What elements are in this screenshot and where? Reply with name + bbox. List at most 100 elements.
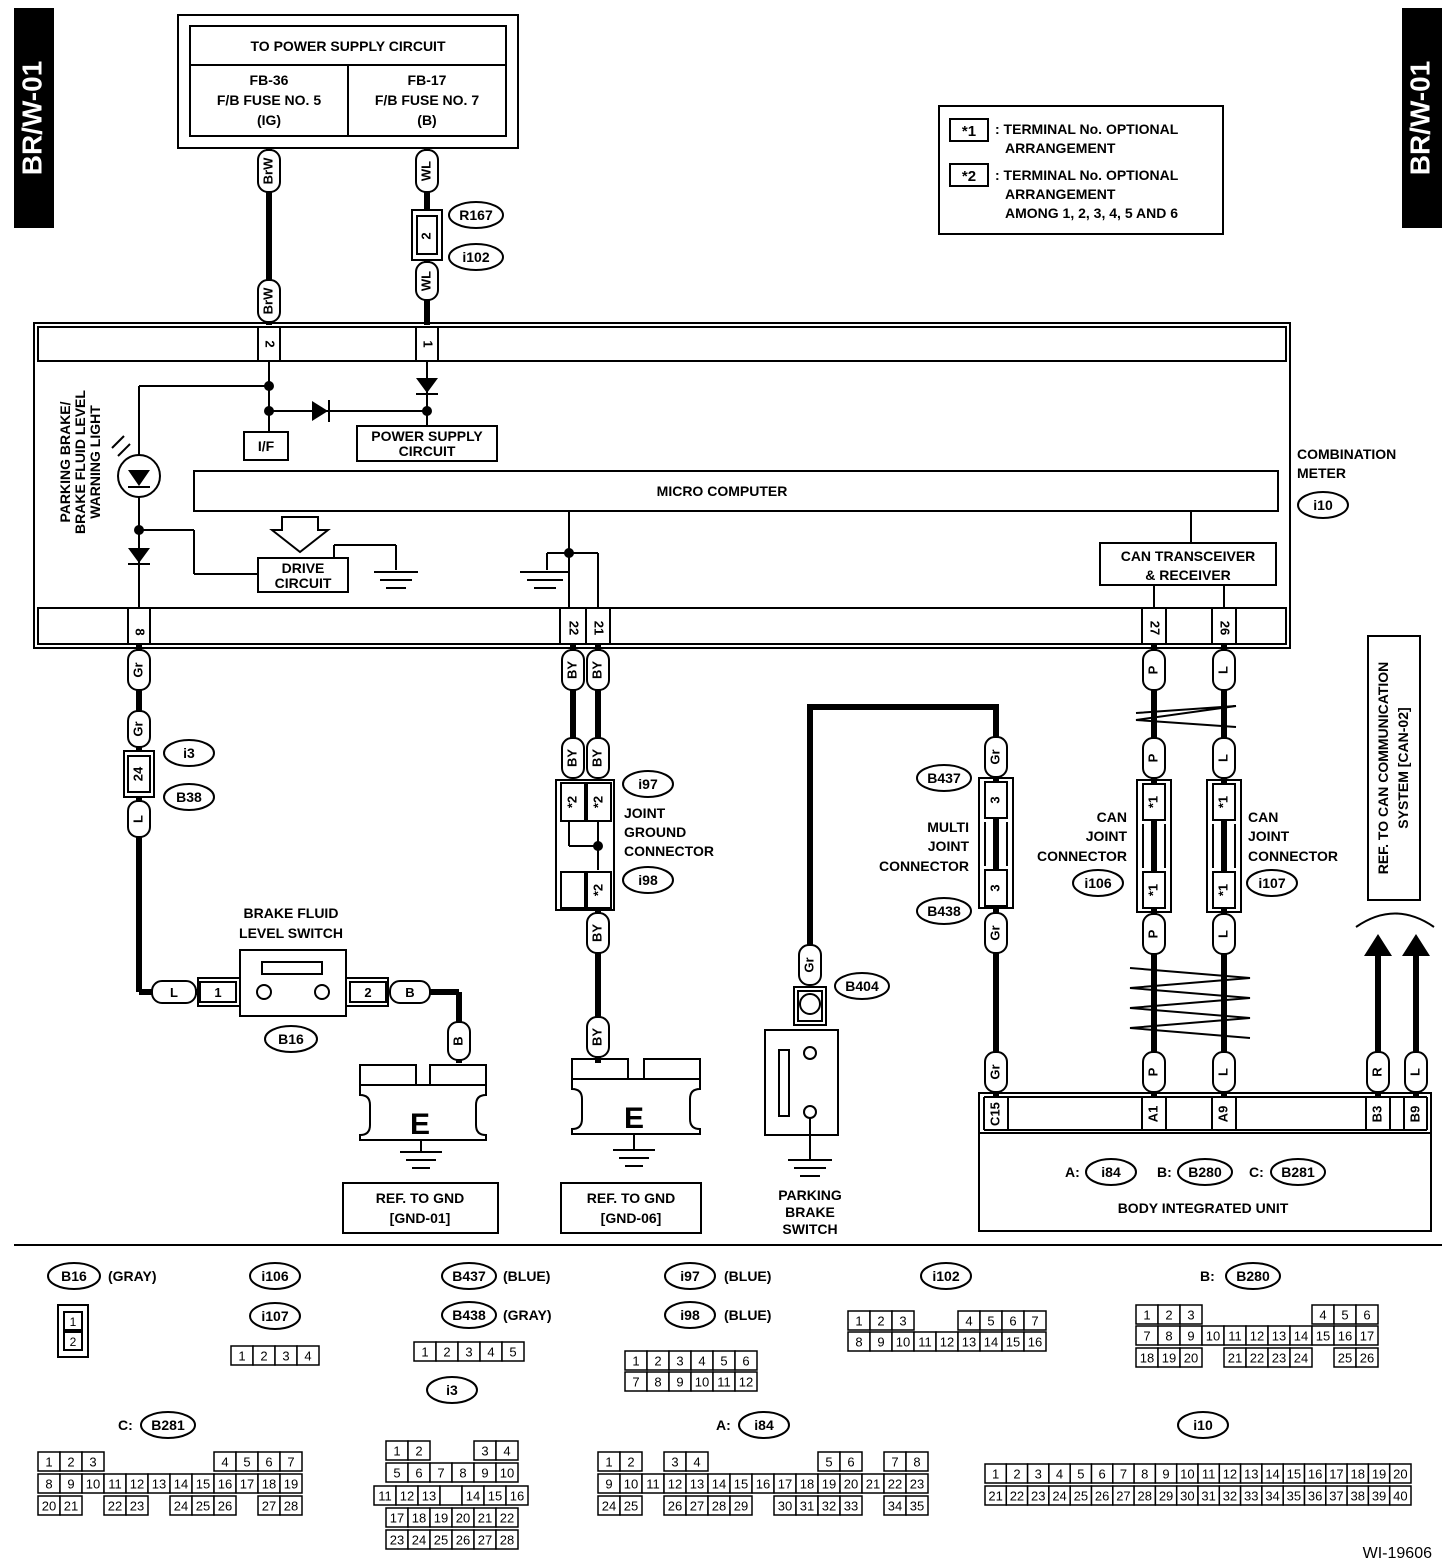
- pin-number: 10: [500, 1466, 514, 1481]
- pin-number: 10: [86, 1477, 100, 1492]
- pin-number: 9: [605, 1477, 612, 1492]
- pin-number: 22: [1250, 1351, 1264, 1366]
- svg-text:i97: i97: [680, 1268, 700, 1284]
- svg-text:B16: B16: [278, 1031, 304, 1047]
- pin-number: 19: [1162, 1351, 1176, 1366]
- connector-id-i107: i107: [1246, 869, 1298, 897]
- drive-circuit-l1: DRIVE: [282, 560, 325, 576]
- pin-number: 21: [64, 1499, 78, 1514]
- pin-number: 15: [488, 1489, 502, 1504]
- pin-number: 12: [400, 1489, 414, 1504]
- svg-text:2: 2: [418, 232, 433, 239]
- pin-number: 20: [42, 1499, 56, 1514]
- warning-light-l1: PARKING BRAKE/: [57, 401, 73, 522]
- fuse-b-line2: F/B FUSE NO. 7: [375, 92, 479, 108]
- pin-number: 35: [1287, 1489, 1301, 1504]
- pin-number: 6: [847, 1455, 854, 1470]
- fuse-b-line1: FB-17: [408, 72, 447, 88]
- pin-number: 21: [988, 1489, 1002, 1504]
- pin-number: 3: [676, 1354, 683, 1369]
- pin-number: 25: [434, 1533, 448, 1548]
- pin-number: 31: [1201, 1489, 1215, 1504]
- pin-number: 6: [742, 1354, 749, 1369]
- pin-number: 25: [196, 1499, 210, 1514]
- pin-number: 14: [712, 1477, 726, 1492]
- pin-number: 27: [478, 1533, 492, 1548]
- connector-id-i106: i106: [1072, 869, 1124, 897]
- pin-number: 30: [778, 1499, 792, 1514]
- wire-tag-by-5: BY: [586, 912, 610, 954]
- side-tab-left-text: BR/W-01: [16, 61, 47, 176]
- arrow-up-l: [1402, 934, 1430, 956]
- pin-number: 23: [130, 1499, 144, 1514]
- pin-number: 15: [734, 1477, 748, 1492]
- pin-cell: [1355, 1347, 1379, 1368]
- svg-text:(GRAY): (GRAY): [503, 1307, 552, 1323]
- pin-cell: [296, 1345, 320, 1366]
- pin-number: 1: [238, 1349, 245, 1364]
- pin-number: 4: [693, 1455, 700, 1470]
- pin-number: 2: [1165, 1308, 1172, 1323]
- svg-text:BY: BY: [589, 924, 604, 942]
- face-i10-label: i10: [1177, 1411, 1229, 1439]
- pin-cell: [505, 1485, 529, 1506]
- pin-number: 28: [712, 1499, 726, 1514]
- parking-brake-l2: BRAKE: [785, 1204, 835, 1220]
- svg-text:24: 24: [130, 766, 145, 781]
- pin-number: 3: [1035, 1467, 1042, 1482]
- pin-cell: [729, 1495, 753, 1516]
- pin-number: 34: [888, 1499, 902, 1514]
- can-transceiver-l1: CAN TRANSCEIVER: [1121, 548, 1256, 564]
- pin-number: 26: [668, 1499, 682, 1514]
- svg-text:(BLUE): (BLUE): [724, 1307, 771, 1323]
- pin-number: 12: [940, 1335, 954, 1350]
- wire-tag-l-1: L: [127, 800, 151, 838]
- ref-gnd-06-box: REF. TO GND [GND-06]: [560, 1182, 702, 1234]
- pin-number: 39: [1372, 1489, 1386, 1504]
- pin-number: 4: [487, 1345, 494, 1360]
- power-supply-title: TO POWER SUPPLY CIRCUIT: [251, 38, 446, 54]
- svg-text:BY: BY: [589, 749, 604, 767]
- pin-number: 6: [265, 1455, 272, 1470]
- pin-number: 1: [992, 1467, 999, 1482]
- pin-number: 28: [284, 1499, 298, 1514]
- wire-tag-b-1: B: [389, 980, 431, 1004]
- pin-number: 13: [690, 1477, 704, 1492]
- wire-tag-b-2: B: [447, 1021, 471, 1061]
- pin-number: 16: [1028, 1335, 1042, 1350]
- pin-number: 7: [632, 1375, 639, 1390]
- svg-text:i107: i107: [1258, 875, 1285, 891]
- svg-text:L: L: [1407, 1068, 1422, 1076]
- svg-text:i102: i102: [932, 1268, 959, 1284]
- connector-id-b404: B404: [834, 972, 890, 1000]
- pin-number: 23: [910, 1477, 924, 1492]
- legend-tag-2: *2: [962, 168, 976, 185]
- pin-number: 29: [734, 1499, 748, 1514]
- pin-number: 36: [1308, 1489, 1322, 1504]
- pin-number: 16: [756, 1477, 770, 1492]
- svg-text:P: P: [1145, 1067, 1160, 1076]
- pin-cell: [501, 1341, 525, 1362]
- pin-number: 20: [1184, 1351, 1198, 1366]
- warning-light-l3: WARNING LIGHT: [87, 405, 103, 519]
- pin-number: 3: [282, 1349, 289, 1364]
- svg-text:Gr: Gr: [801, 957, 816, 972]
- power-supply-box: TO POWER SUPPLY CIRCUIT FB-36 F/B FUSE N…: [177, 14, 519, 149]
- pin-number: 4: [221, 1455, 228, 1470]
- wire-tag-l-can-4: L: [1212, 1051, 1236, 1093]
- pin-number: 9: [1162, 1467, 1169, 1482]
- svg-text:*2: *2: [564, 796, 579, 808]
- pin-number: 11: [1228, 1329, 1242, 1344]
- svg-text:B437: B437: [927, 770, 961, 786]
- pin-number: 19: [284, 1477, 298, 1492]
- svg-text:i98: i98: [680, 1307, 700, 1323]
- meter-pin-27: 27: [1148, 621, 1163, 635]
- connector-id-i97: i97: [622, 770, 674, 798]
- micro-computer-block: MICRO COMPUTER: [657, 483, 788, 499]
- pin-number: 34: [1265, 1489, 1279, 1504]
- pin-cell: [891, 1310, 915, 1331]
- pin-number: 22: [888, 1477, 902, 1492]
- svg-text:i107: i107: [261, 1308, 288, 1324]
- pin-number: 13: [1272, 1329, 1286, 1344]
- wire-tag-gr-5: Gr: [984, 912, 1008, 954]
